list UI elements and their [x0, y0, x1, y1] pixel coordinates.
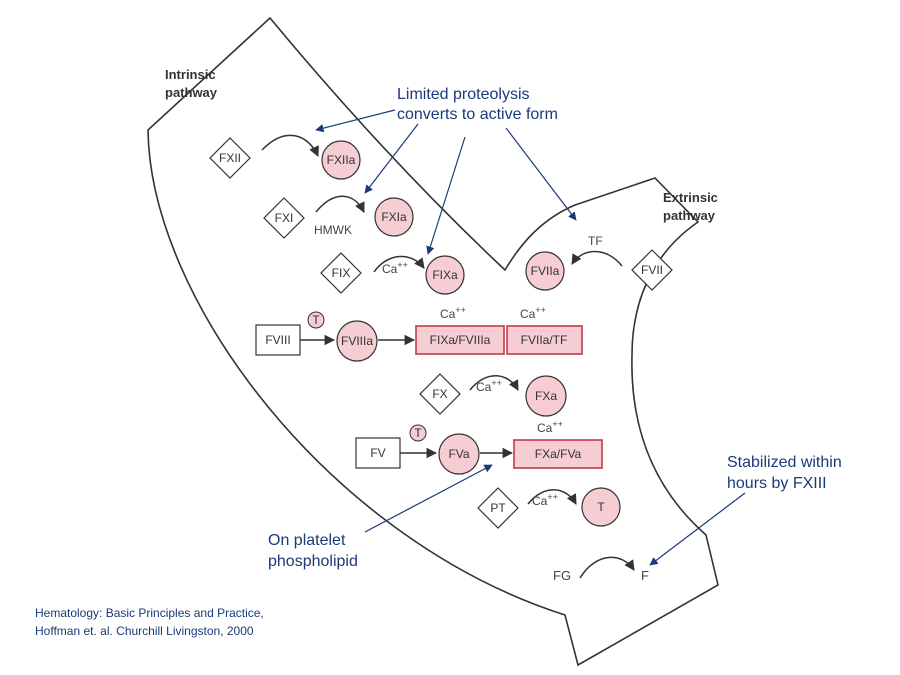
complex-fviia-tf: FVIIa/TF	[506, 325, 583, 355]
conversion-arrow-fix	[373, 255, 425, 273]
annotation-arrow-fxiia	[315, 109, 396, 133]
conversion-arrow-fg	[579, 556, 635, 579]
factor-fv-node: FV	[355, 437, 401, 469]
factor-fxia-node: FXIa	[374, 197, 414, 237]
svg-text:FV: FV	[370, 446, 385, 460]
svg-text:FXI: FXI	[275, 211, 294, 225]
factor-fxiia-node: FXIIa	[321, 140, 361, 180]
complex-prothrombinase: FXa/FVa	[513, 439, 603, 469]
ca-label-fx: Ca++	[476, 378, 502, 394]
factor-fx-node: FX	[419, 373, 461, 415]
svg-text:FIXa/FVIIIa: FIXa/FVIIIa	[430, 333, 491, 347]
ca-label-tenase: Ca++	[440, 305, 466, 321]
factor-fixa-node: FIXa	[425, 255, 465, 295]
annotation-arrow-fxia	[364, 123, 419, 194]
factor-fxii-node: FXII	[209, 137, 251, 179]
stabilized-annotation-line1: Stabilized within	[727, 454, 842, 471]
factor-fxi-node: FXI	[263, 197, 305, 239]
citation-line-2: Hoffman et. al. Churchill Livingston, 20…	[35, 624, 254, 638]
factor-fva-node: FVa	[438, 433, 480, 475]
svg-text:FVII: FVII	[641, 263, 663, 277]
annotation-arrow-fixa	[426, 136, 466, 255]
annotation-arrow-tf	[505, 127, 577, 221]
citation: Hematology: Basic Principles and Practic…	[35, 604, 264, 640]
svg-text:FXa: FXa	[535, 389, 557, 403]
svg-text:FVa: FVa	[448, 447, 469, 461]
factor-fix-node: FIX	[320, 252, 362, 294]
factor-fvii-node: FVII	[631, 249, 673, 291]
thrombin-marker-fv: T	[409, 424, 427, 442]
svg-text:FIX: FIX	[332, 266, 351, 280]
fibrin-label: F	[641, 568, 649, 583]
conversion-arrow-pt	[527, 489, 577, 505]
fibrinogen-label: FG	[553, 568, 571, 583]
extrinsic-pathway-label-1: Extrinsic	[663, 190, 718, 205]
intrinsic-pathway-label-1: Intrinsic	[165, 67, 216, 82]
svg-text:FIXa: FIXa	[432, 268, 458, 282]
svg-text:FXa/FVa: FXa/FVa	[535, 447, 582, 461]
intrinsic-pathway-label-2: pathway	[165, 85, 218, 100]
svg-text:FVIIIa: FVIIIa	[341, 334, 373, 348]
hmwk-cofactor-label: HMWK	[314, 223, 352, 237]
conversion-arrow-fx	[469, 375, 519, 391]
svg-text:T: T	[597, 500, 605, 514]
ca-label-pt: Ca++	[532, 492, 558, 508]
svg-text:FVIII: FVIII	[265, 333, 290, 347]
annotation-arrow-fibrin	[649, 492, 746, 566]
svg-text:FXII: FXII	[219, 151, 241, 165]
svg-text:PT: PT	[490, 501, 506, 515]
thrombin-node: T	[581, 487, 621, 527]
factor-fxa-node: FXa	[525, 375, 567, 417]
svg-text:FVIIa/TF: FVIIa/TF	[521, 333, 568, 347]
citation-line-1: Hematology: Basic Principles and Practic…	[35, 606, 264, 620]
factor-fviii-node: FVIII	[255, 324, 301, 356]
svg-text:T: T	[312, 313, 320, 327]
stabilized-annotation-line2: hours by FXIII	[727, 475, 827, 492]
tf-cofactor-label: TF	[588, 234, 603, 248]
ca-label-fix: Ca++	[382, 260, 408, 276]
svg-text:FXIIa: FXIIa	[327, 153, 356, 167]
ca-label-tf-complex: Ca++	[520, 305, 546, 321]
svg-text:T: T	[414, 426, 422, 440]
extrinsic-pathway-label-2: pathway	[663, 208, 716, 223]
factor-fviiia-node: FVIIIa	[336, 320, 378, 362]
annotation-arrow-platelet	[364, 464, 493, 533]
conversion-arrow-fxi	[315, 195, 365, 213]
conversion-arrow-fvii	[571, 250, 623, 267]
platelet-annotation-line1: On platelet	[268, 532, 346, 549]
factor-pt-node: PT	[477, 487, 519, 529]
platelet-annotation-line2: phospholipid	[268, 553, 358, 570]
ca-label-prothrombinase: Ca++	[537, 419, 563, 435]
thrombin-marker-fviii: T	[307, 311, 325, 329]
svg-text:FX: FX	[432, 387, 447, 401]
conversion-arrow-fxii	[261, 134, 319, 157]
complex-tenase: FIXa/FVIIIa	[415, 325, 505, 355]
factor-fviia-node: FVIIa	[525, 251, 565, 291]
proteolysis-annotation-line2: converts to active form	[397, 106, 558, 123]
svg-text:FVIIa: FVIIa	[531, 264, 560, 278]
proteolysis-annotation-line1: Limited proteolysis	[397, 86, 530, 103]
svg-text:FXIa: FXIa	[381, 210, 407, 224]
